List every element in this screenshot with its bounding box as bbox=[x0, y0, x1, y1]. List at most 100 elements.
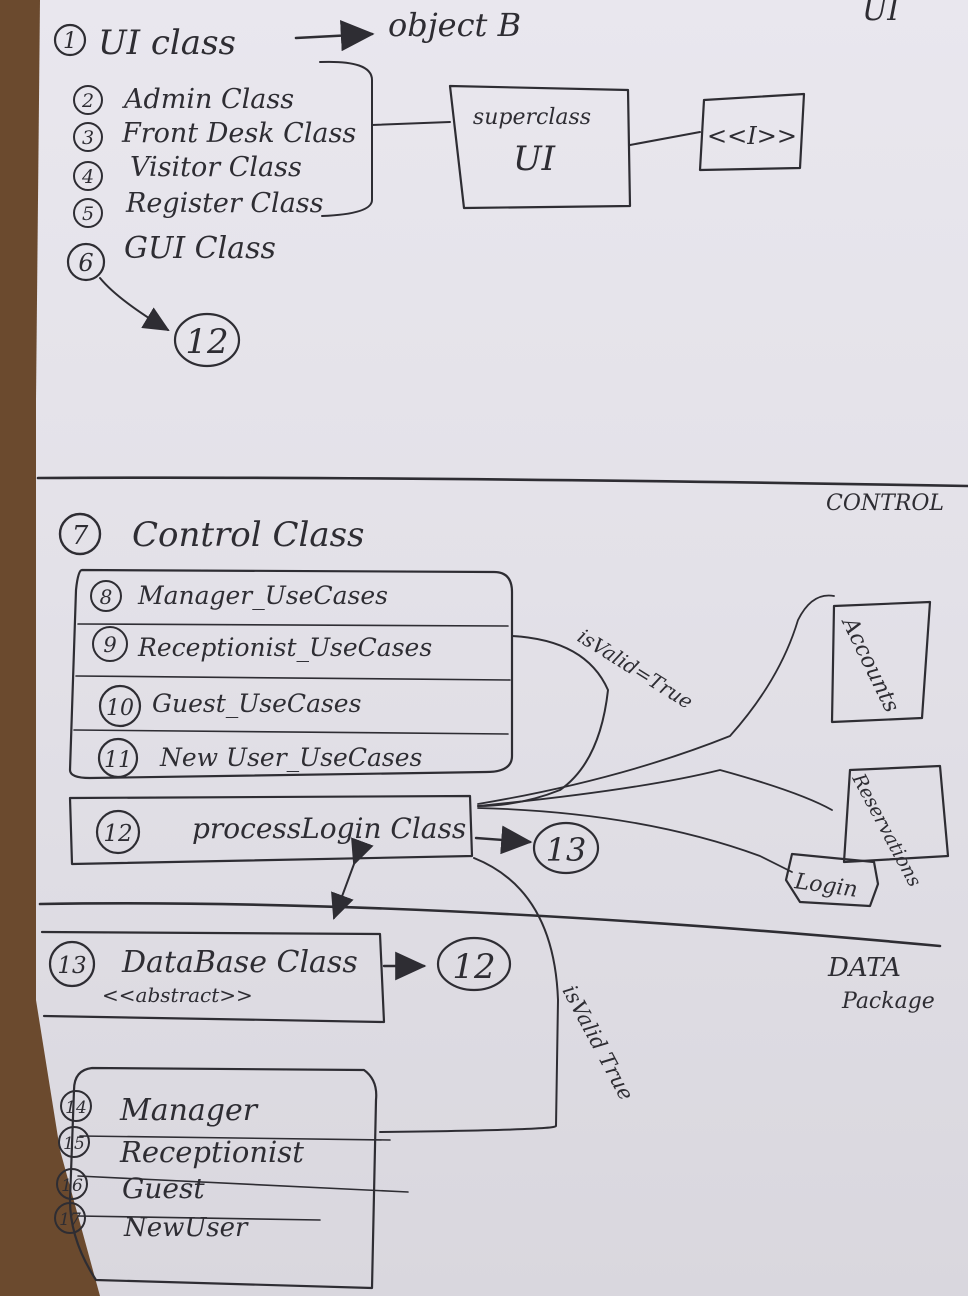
item-number: 3 bbox=[82, 127, 94, 149]
process-login-box bbox=[68, 794, 474, 866]
use-case-item: 8 Manager_UseCases bbox=[90, 580, 388, 612]
item-label: GUI Class bbox=[124, 231, 276, 266]
gui-target-number: 12 bbox=[185, 322, 228, 362]
row-divider bbox=[77, 1215, 321, 1221]
item-number: 15 bbox=[63, 1134, 85, 1154]
control-heading-number: 7 bbox=[72, 521, 89, 551]
item-label: Guest_UseCases bbox=[152, 689, 361, 718]
superclass-to-interface-line bbox=[629, 131, 701, 146]
item-number: 16 bbox=[61, 1176, 83, 1196]
item-label: Visitor Class bbox=[130, 152, 302, 183]
control-data-divider bbox=[38, 902, 942, 948]
entity-item: 15 Receptionist bbox=[58, 1126, 304, 1169]
item-number: 14 bbox=[65, 1098, 87, 1118]
item-number: 17 bbox=[59, 1210, 81, 1230]
entity-item: 16 Guest bbox=[56, 1168, 205, 1205]
connector-to-accounts bbox=[477, 594, 835, 805]
step-circle bbox=[58, 512, 102, 556]
process-login-number: 12 bbox=[103, 821, 132, 847]
use-case-item: 9 Receptionist_UseCases bbox=[92, 626, 432, 662]
connector-to-reservations bbox=[477, 769, 833, 811]
accounts-label: Accounts bbox=[836, 612, 904, 717]
step-circle bbox=[53, 23, 87, 57]
item-label: Admin Class bbox=[121, 84, 294, 115]
process-login-label: processLogin Class bbox=[192, 812, 466, 845]
arrow-to-object-b bbox=[294, 20, 375, 52]
use-case-item: 10 Guest_UseCases bbox=[98, 684, 361, 728]
ui-class-item: 3 Front Desk Class bbox=[73, 118, 356, 152]
login-box bbox=[784, 852, 880, 908]
process-login-to-13-arrow bbox=[474, 825, 533, 855]
item-label: Front Desk Class bbox=[121, 118, 356, 149]
ref-circle-13 bbox=[532, 821, 600, 875]
row-divider bbox=[77, 1175, 409, 1193]
object-b-label: object B bbox=[388, 6, 521, 44]
gui-to-12-arrow bbox=[99, 277, 170, 332]
reservations-box bbox=[842, 764, 950, 864]
connector-to-login bbox=[477, 807, 793, 873]
item-number: 9 bbox=[103, 633, 116, 657]
ui-corner-label: UI bbox=[862, 0, 900, 28]
row-divider bbox=[79, 1135, 391, 1141]
accounts-box bbox=[830, 600, 932, 724]
entity-group-box bbox=[68, 1066, 378, 1290]
ui-control-divider bbox=[36, 476, 968, 488]
isvalid-bottom-label: isValid True bbox=[558, 981, 639, 1104]
item-number: 8 bbox=[100, 585, 113, 609]
control-class-heading: Control Class bbox=[132, 515, 365, 555]
ui-classes-bracket bbox=[319, 60, 373, 217]
item-label: New User_UseCases bbox=[159, 743, 422, 772]
item-label: NewUser bbox=[123, 1213, 249, 1243]
row-divider bbox=[77, 623, 509, 627]
item-number: 2 bbox=[81, 90, 94, 112]
login-database-link bbox=[331, 837, 374, 920]
database-number: 13 bbox=[57, 953, 86, 979]
item-label: Receptionist bbox=[119, 1135, 304, 1169]
interface-box bbox=[698, 92, 806, 172]
item-number: 6 bbox=[78, 249, 93, 277]
reservations-label: Reservations bbox=[847, 769, 926, 891]
item-number: 5 bbox=[82, 203, 94, 225]
superclass-ui-label: UI bbox=[513, 139, 556, 179]
process-login-target: 13 bbox=[546, 831, 587, 869]
ui-class-heading: UI class bbox=[98, 23, 236, 63]
ui-class-item: 2 Admin Class bbox=[73, 84, 294, 115]
database-target: 12 bbox=[452, 947, 495, 987]
entity-item: 14 Manager bbox=[60, 1090, 259, 1128]
ref-circle-12 bbox=[436, 936, 512, 992]
data-package-label: DATA bbox=[827, 953, 901, 983]
control-corner-label: CONTROL bbox=[826, 491, 944, 516]
item-number: 11 bbox=[104, 748, 132, 773]
data-package-label: Package bbox=[841, 989, 935, 1014]
ui-class-item: 6 GUI Class bbox=[66, 231, 276, 282]
superclass-box bbox=[448, 84, 632, 210]
database-stereotype: <<abstract>> bbox=[102, 983, 253, 1007]
item-label: Manager bbox=[119, 1093, 259, 1128]
item-label: Manager_UseCases bbox=[137, 581, 388, 610]
superclass-label: superclass bbox=[473, 105, 591, 130]
row-divider bbox=[75, 675, 511, 681]
item-label: Guest bbox=[122, 1172, 205, 1205]
database-label: DataBase Class bbox=[121, 945, 358, 980]
isvalid-bottom-curve bbox=[379, 857, 559, 1133]
bracket-to-superclass-line bbox=[371, 121, 451, 126]
ui-class-item: 5 Register Class bbox=[73, 188, 324, 228]
row-divider bbox=[73, 729, 509, 735]
ui-heading-number: 1 bbox=[63, 29, 77, 54]
ref-circle-12 bbox=[173, 312, 241, 368]
use-case-item: 11 New User_UseCases bbox=[97, 737, 422, 779]
step-circle bbox=[48, 940, 96, 988]
item-number: 4 bbox=[81, 166, 94, 188]
item-label: Register Class bbox=[125, 188, 324, 219]
interface-label: <<I>> bbox=[707, 122, 797, 150]
step-circle bbox=[95, 809, 141, 855]
ui-class-item: 4 Visitor Class bbox=[73, 152, 302, 191]
login-label: Login bbox=[792, 869, 859, 903]
database-box bbox=[40, 930, 386, 1024]
item-label: Receptionist_UseCases bbox=[137, 633, 432, 662]
isvalid-top-label: isValid=True bbox=[573, 624, 697, 714]
item-number: 10 bbox=[106, 696, 134, 721]
use-case-group-box bbox=[68, 568, 514, 780]
